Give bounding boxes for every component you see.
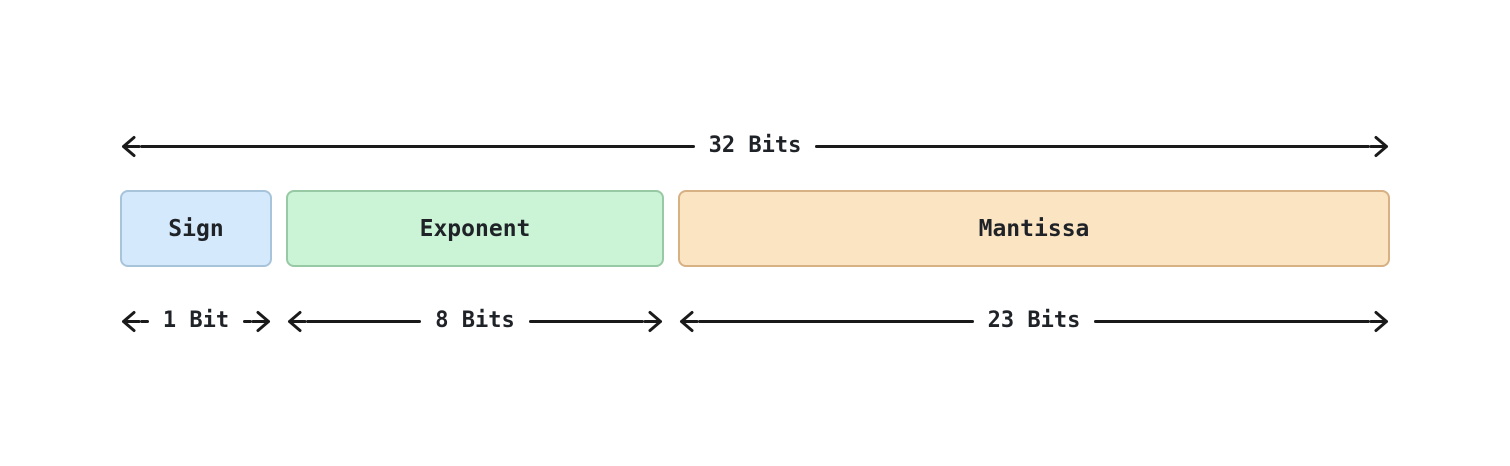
mantissa-box: Mantissa: [678, 190, 1390, 267]
arrowhead-right-icon: [1370, 310, 1388, 332]
exponent-bits-arrow: 8 Bits: [286, 303, 664, 339]
sign-bits-arrow: 1 Bit: [120, 303, 272, 339]
arrowhead-right-icon: [1370, 135, 1388, 157]
arrowhead-right-icon: [644, 310, 663, 332]
arrowhead-left-icon: [288, 310, 306, 332]
sign-bits-label: 1 Bit: [162, 308, 230, 333]
arrow-line: [140, 144, 695, 148]
sign-box-label: Sign: [168, 215, 224, 242]
total-bits-label: 32 Bits: [708, 133, 802, 158]
arrow-line: [243, 319, 253, 323]
field-boxes-row: Sign Exponent Mantissa: [120, 190, 1390, 267]
field-bits-arrows-row: 1 Bit 8 Bits 23 Bits: [120, 303, 1390, 339]
arrowhead-left-icon: [680, 310, 698, 332]
exponent-box-label: Exponent: [419, 215, 531, 242]
mantissa-bits-arrow: 23 Bits: [678, 303, 1390, 339]
arrow-line: [698, 319, 974, 323]
total-bits-arrow: 32 Bits: [120, 128, 1390, 164]
arrow-line: [306, 319, 422, 323]
arrowhead-right-icon: [252, 310, 271, 332]
exponent-box: Exponent: [286, 190, 664, 267]
arrow-line: [815, 144, 1370, 148]
arrow-line: [140, 319, 149, 323]
arrow-line: [1094, 319, 1370, 323]
sign-box: Sign: [120, 190, 272, 267]
exponent-bits-label: 8 Bits: [435, 308, 515, 333]
mantissa-box-label: Mantissa: [978, 215, 1090, 242]
arrow-line: [528, 319, 645, 323]
mantissa-bits-label: 23 Bits: [987, 308, 1081, 333]
bit-layout-diagram: 32 Bits Sign Exponent Mantissa 1 Bit: [120, 0, 1390, 339]
arrowhead-left-icon: [122, 135, 140, 157]
arrowhead-left-icon: [122, 310, 140, 332]
